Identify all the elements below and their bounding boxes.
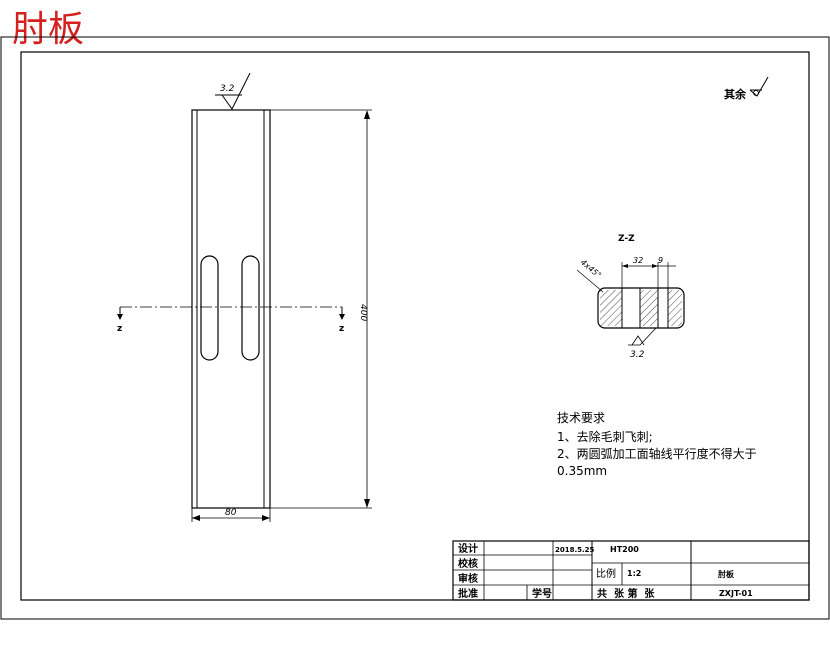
title-block-text: 设计 校核 审核 批准 学号 2018.5.25 HT200 比例 1:2 共 … [458, 542, 753, 600]
label-scale: 比例 [596, 567, 616, 580]
arrow-icon [364, 499, 370, 508]
arrow-icon [192, 515, 200, 521]
label-design: 设计 [458, 542, 478, 555]
arrow-icon [364, 110, 370, 119]
inner-border [20, 51, 810, 601]
section-dimension-a: 32 [633, 256, 643, 265]
front-view: z z 3.2 400 80 [117, 72, 372, 522]
date-value: 2018.5.25 [555, 546, 595, 554]
section-outline [597, 287, 685, 329]
sheets-label: 共 张 第 张 [597, 587, 655, 600]
arrow-icon [339, 314, 345, 320]
roughness-note-label: 其余 [724, 87, 747, 101]
chamfer-text: 4x45° [579, 258, 603, 280]
label-proofread: 校核 [458, 557, 478, 570]
section-roughness-value: 3.2 [630, 350, 645, 360]
tech-title: 技术要求 [557, 411, 605, 425]
width-dimension-text: 80 [225, 508, 237, 518]
section-dimension-b: 9 [658, 256, 663, 265]
arrow-icon [652, 264, 658, 268]
hatch-area [668, 290, 682, 326]
label-student-number: 学号 [532, 587, 552, 600]
tech-item-3: 0.35mm [557, 464, 607, 478]
roughness-symbol-icon [749, 76, 769, 97]
hatch-area [600, 290, 622, 326]
drawing-number: ZXJT-01 [719, 589, 753, 598]
label-review: 审核 [458, 572, 478, 585]
outer-border [0, 36, 830, 620]
arrow-icon [622, 264, 628, 268]
title-block [452, 540, 810, 601]
slot-left [200, 255, 219, 361]
roughness-value: 3.2 [220, 84, 235, 94]
plate-outline [191, 109, 271, 509]
roughness-circle-icon [753, 90, 759, 96]
slot-right [241, 255, 260, 361]
roughness-symbol-icon [631, 335, 645, 346]
part-name: 肘板 [718, 569, 735, 579]
tech-item-1: 1、去除毛刺飞刺; [557, 429, 653, 444]
arrow-icon [117, 314, 123, 320]
tech-item-2: 2、两圆弧加工面轴线平行度不得大于 [557, 446, 757, 461]
roughness-symbol-icon [221, 72, 251, 110]
section-label-right: z [339, 324, 344, 334]
scale-value: 1:2 [627, 569, 641, 578]
label-approve: 批准 [458, 587, 478, 600]
stamp-title: 肘板 [12, 9, 85, 50]
hatch-area [640, 290, 658, 326]
technical-requirements: 技术要求 1、去除毛刺飞刺; 2、两圆弧加工面轴线平行度不得大于 0.35mm [557, 411, 757, 478]
height-dimension-text: 400 [358, 304, 368, 321]
roughness-note: 其余 [724, 76, 769, 101]
arrow-icon [262, 515, 270, 521]
chamfer-leader [576, 269, 604, 293]
section-title: Z-Z [618, 234, 635, 244]
title-block-frame [452, 540, 810, 601]
section-view: Z-Z 32 9 4x45° 3.2 [576, 234, 685, 360]
section-label-left: z [117, 324, 122, 334]
material-value: HT200 [610, 545, 639, 554]
